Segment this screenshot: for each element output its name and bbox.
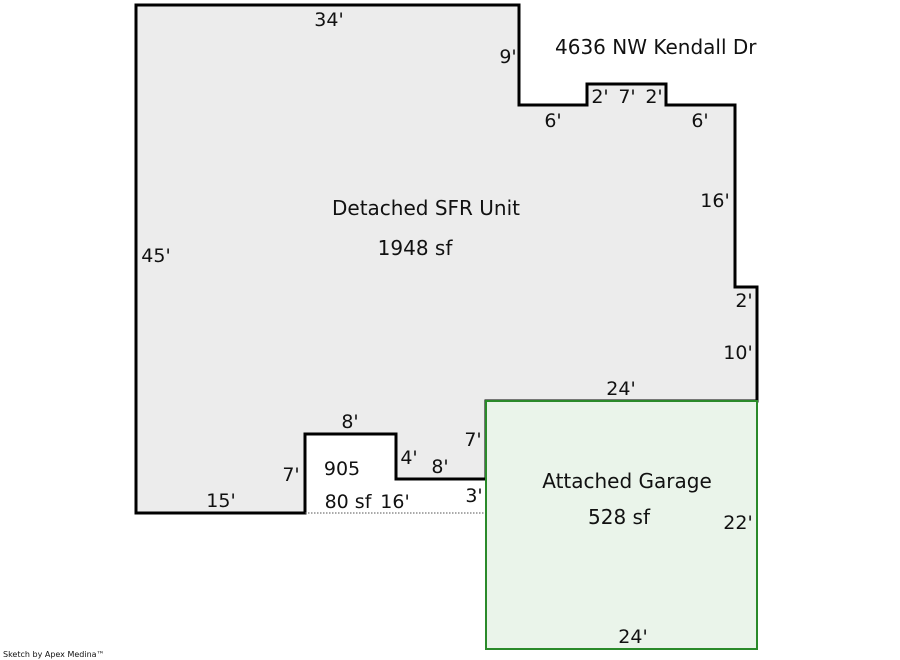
porch-name: 905 <box>324 458 360 480</box>
dim-notch-right: 4' <box>400 447 417 469</box>
garage-area: 528 sf <box>588 505 651 529</box>
dim-left: 45' <box>141 245 170 267</box>
dim-notch-left: 7' <box>282 464 299 486</box>
dim-bump-left: 2' <box>591 86 608 108</box>
dim-bottom-left: 15' <box>206 490 235 512</box>
house-name: Detached SFR Unit <box>332 196 520 220</box>
porch-bottom-dim: 16' <box>380 491 409 513</box>
address-label: 4636 NW Kendall Dr <box>555 35 757 59</box>
dim-notch-top: 8' <box>341 411 358 433</box>
dim-bump-top: 7' <box>618 86 635 108</box>
dim-inner-bottom: 3' <box>465 485 482 507</box>
dim-step-left-bottom: 6' <box>544 110 561 132</box>
garage-name: Attached Garage <box>542 469 712 493</box>
dim-step-right-bottom: 6' <box>691 110 708 132</box>
dim-right-step-down: 9' <box>499 46 516 68</box>
garage-right-dim: 22' <box>723 512 752 534</box>
dim-inner-right: 7' <box>464 429 481 451</box>
garage-outline <box>485 400 758 650</box>
dim-top: 34' <box>314 9 343 31</box>
sketch-credit: Sketch by Apex Medina™ <box>3 650 105 659</box>
dim-right-upper: 16' <box>700 190 729 212</box>
dim-right-jog: 2' <box>735 290 752 312</box>
porch-area: 80 sf <box>325 491 373 513</box>
house-area: 1948 sf <box>378 236 454 260</box>
dim-right-lower: 10' <box>723 342 752 364</box>
garage-bottom-dim: 24' <box>618 626 647 648</box>
house-outline <box>134 3 759 515</box>
dim-notch-bottom: 8' <box>431 456 448 478</box>
dim-bump-right: 2' <box>645 86 662 108</box>
dim-garage-top: 24' <box>606 378 635 400</box>
